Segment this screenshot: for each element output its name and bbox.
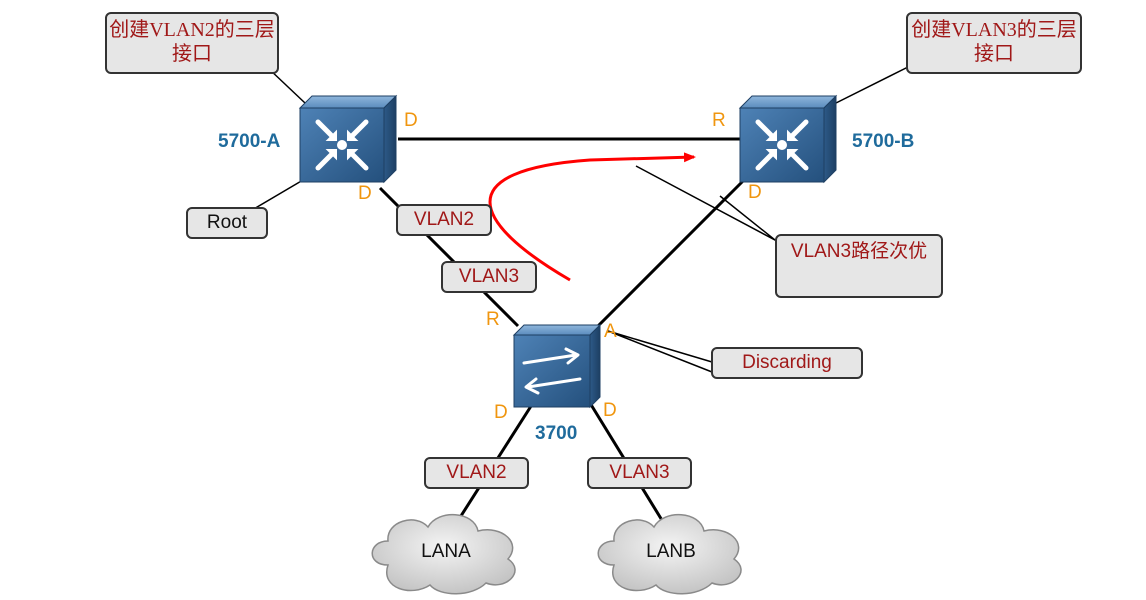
cloud-icon [371,513,516,595]
device-name-5700a: 5700-A [218,131,281,152]
port-role-b-to-a: R [712,110,726,131]
device-name-5700b: 5700-B [852,131,915,152]
port-role-a-to-b: D [404,110,418,131]
callout-create-vlan2: 创建VLAN2的三层接口 [105,12,279,74]
device-name-3700: 3700 [535,423,578,444]
callout-create-vlan3: 创建VLAN3的三层接口 [906,12,1082,74]
callout-pointer [607,330,713,373]
port-role-3700-lana: D [494,402,508,423]
vlan-tag-downlink-vlan2: VLAN2 [424,457,529,489]
callout-pointer [825,65,911,109]
cloud-label-lanb: LANB [646,541,696,562]
core-switch-icon [298,94,398,184]
cloud-icon [597,513,742,595]
vlan-tag-downlink-vlan3: VLAN3 [587,457,692,489]
port-role-3700-root: R [486,309,500,330]
callout-vlan3-path: VLAN3路径次优 [775,234,943,298]
link-b-to-3700 [582,170,754,342]
port-role-b-down: D [748,182,762,203]
callout-discarding: Discarding [711,347,863,379]
vlan-tag-uplink-vlan3: VLAN3 [441,261,537,293]
port-role-3700-alternate: A [604,321,617,342]
core-switch-icon [738,94,838,184]
callout-root: Root [186,207,268,239]
port-role-a-down: D [358,183,372,204]
port-role-3700-lanb: D [603,400,617,421]
vlan-tag-uplink-vlan2: VLAN2 [396,204,492,236]
access-switch-icon [512,323,602,409]
cloud-label-lana: LANA [421,541,471,562]
vlan3-traffic-path [488,152,696,282]
